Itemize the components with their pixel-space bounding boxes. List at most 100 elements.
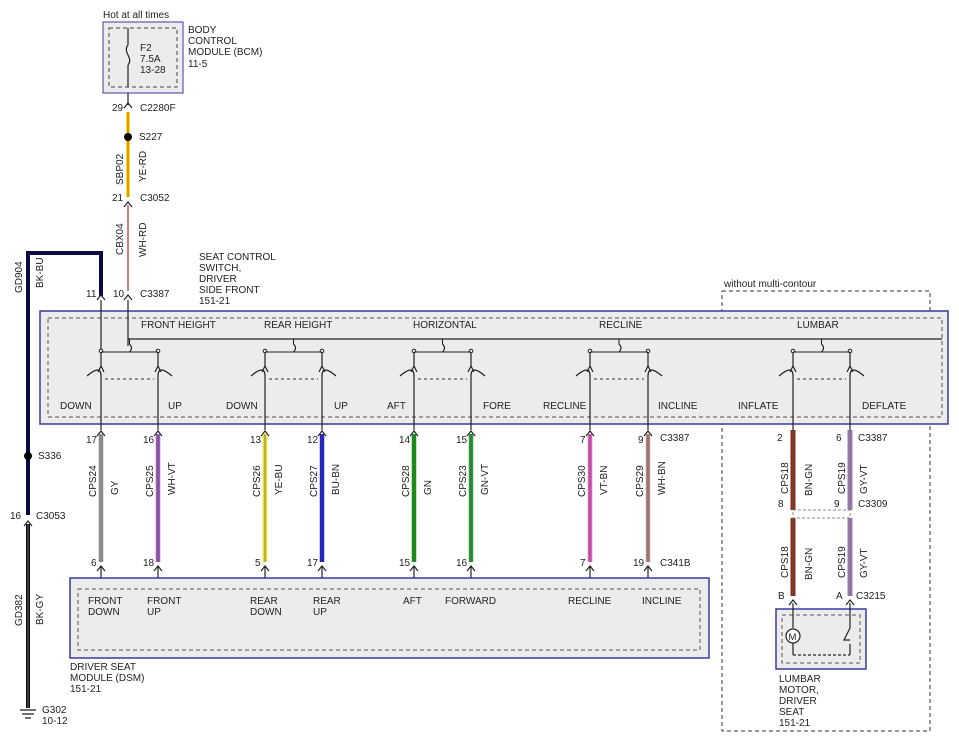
position-label-6: RECLINE (543, 401, 587, 412)
bcm-label-3: MODULE (BCM) (188, 47, 262, 58)
color-code-3: BU-BN (331, 464, 342, 495)
lumbar-a-circuit-2: CPS18 (780, 546, 791, 578)
switch-contacts (86, 339, 865, 430)
pin-bottom-0: 6 (91, 558, 97, 569)
position-label-5: FORE (483, 401, 511, 412)
switch-contact-6 (575, 348, 594, 430)
connector-arrow-icon (123, 102, 133, 109)
ground-icon (20, 709, 36, 719)
dsm-input-0-l2: DOWN (88, 607, 120, 618)
fuse-name: F2 (140, 43, 152, 54)
group-recline: RECLINE (599, 320, 643, 331)
switch-contact-0 (86, 348, 105, 430)
lumbar-c3309: C3309 (858, 499, 888, 510)
splice-s336-label: S336 (38, 451, 62, 462)
dsm-input-3: REAR (313, 596, 341, 607)
position-label-0: DOWN (60, 401, 92, 412)
switch-contact-9 (846, 348, 865, 430)
position-label-4: AFT (387, 401, 406, 412)
connector-c2280f: C2280F (140, 103, 176, 114)
motor-symbol: M (789, 632, 797, 643)
pin-top-1: 16 (143, 435, 155, 446)
circuit-7: CPS29 (635, 465, 646, 497)
circuit-1: CPS25 (145, 465, 156, 497)
pin-16-left: 16 (10, 511, 22, 522)
circuit-gd904: GD904 (14, 261, 25, 293)
lumbar-a-pin-top: 2 (777, 433, 783, 444)
position-label-2: DOWN (226, 401, 258, 412)
switch-contact-4 (399, 348, 418, 430)
ground-g302: G302 (42, 705, 67, 716)
pin-top-7: 9 (638, 435, 644, 446)
bus-tap-4 (820, 339, 825, 353)
dsm-label-2: MODULE (DSM) (70, 673, 144, 684)
lumbar-b-color-2: GY-VT (859, 548, 870, 578)
lumbar-b-pin-mid: 9 (834, 499, 840, 510)
bus-tap-1 (292, 339, 297, 353)
position-label-1: UP (168, 401, 182, 412)
pin-top-4: 14 (399, 435, 411, 446)
splice-s336 (24, 452, 32, 460)
group-front-height: FRONT HEIGHT (141, 320, 216, 331)
position-label-7: INCLINE (658, 401, 698, 412)
pin-bottom-4: 15 (399, 558, 411, 569)
lumbar-a-pin-bot: B (778, 591, 785, 602)
circuit-0: CPS24 (88, 465, 99, 497)
pin-top-5: 15 (456, 435, 468, 446)
pin-top-2: 13 (250, 435, 262, 446)
color-code-5: GN-VT (480, 464, 491, 495)
switch-contact-8 (778, 348, 797, 430)
connector-c3053: C3053 (36, 511, 66, 522)
pin-top-6: 7 (580, 435, 586, 446)
switch-label-2: SWITCH, (199, 263, 241, 274)
connector-c3387-top: C3387 (140, 289, 170, 300)
dsm-input-0: FRONT (88, 596, 122, 607)
lumbar-b-pin-top: 6 (836, 433, 842, 444)
dsm-input-6: RECLINE (568, 596, 612, 607)
fuse-icon (125, 44, 131, 66)
connector-c341b: C341B (660, 558, 691, 569)
switch-contact-2 (250, 348, 269, 430)
hot-at-all-times-label: Hot at all times (103, 10, 169, 21)
dsm-input-2-l2: DOWN (250, 607, 282, 618)
pin-29: 29 (112, 103, 124, 114)
lumbar-a-pin-mid: 8 (778, 499, 784, 510)
lumbar-b-color-1: GY-VT (859, 464, 870, 494)
circuit-cbx04: CBX04 (115, 223, 126, 255)
color-code-1: WH-VT (167, 462, 178, 495)
bus-tap-2 (441, 339, 446, 353)
pin-top-3: 12 (307, 435, 319, 446)
fuse-ref: 13-28 (140, 65, 166, 76)
switch-label-3: DRIVER (199, 274, 237, 285)
motor-label-4: SEAT (779, 707, 804, 718)
seat-switch-box (39, 310, 949, 425)
pin-bottom-6: 7 (580, 558, 586, 569)
color-bk-bu: BK-BU (35, 257, 46, 288)
color-code-0: GY (110, 480, 121, 495)
lumbar-b-circuit-2: CPS19 (837, 546, 848, 578)
dsm-input-3-l2: UP (313, 607, 327, 618)
pin-bottom-5: 16 (456, 558, 468, 569)
pin-bottom-3: 17 (307, 558, 319, 569)
color-code-6: VT-BN (599, 466, 610, 495)
motor-label-1: LUMBAR (779, 674, 821, 685)
switch-label-1: SEAT CONTROL (199, 252, 276, 263)
dsm-label-3: 151-21 (70, 684, 102, 695)
motor-label-5: 151-21 (779, 718, 811, 729)
lumbar-b-circuit-1: CPS19 (837, 462, 848, 494)
pin-21: 21 (112, 193, 124, 204)
switch-label-5: 151-21 (199, 296, 231, 307)
dsm-label-1: DRIVER SEAT (70, 662, 136, 673)
lumbar-c3215: C3215 (856, 591, 886, 602)
motor-label-2: MOTOR, (779, 685, 819, 696)
circuit-gd382: GD382 (14, 594, 25, 626)
splice-s227 (124, 133, 132, 141)
switch-contact-3 (318, 348, 337, 430)
